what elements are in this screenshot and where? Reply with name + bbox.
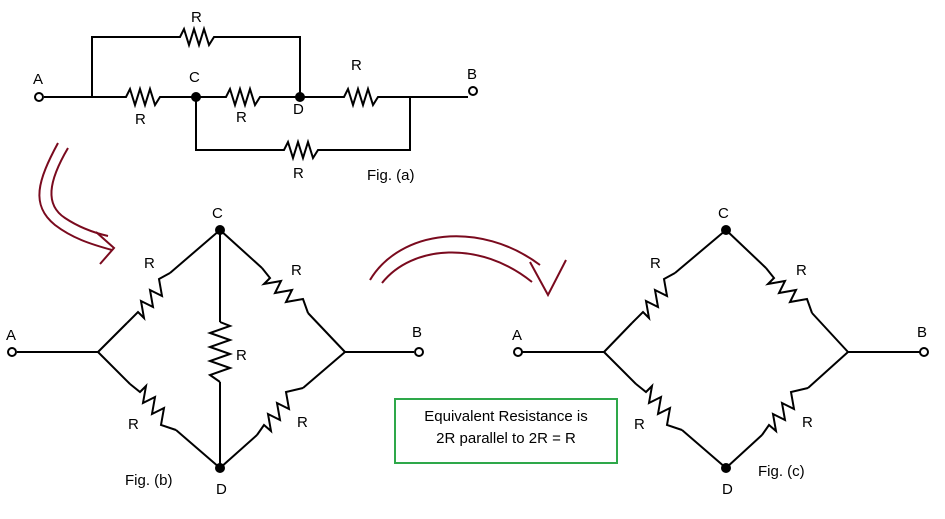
label-c-r-db: R: [802, 414, 813, 431]
wire-b-ad1: [97, 351, 131, 385]
label-b-r-ad: R: [128, 416, 139, 433]
resistor-b-db: [256, 387, 304, 436]
node-b-c-dot: [215, 225, 225, 235]
resistor-b-cb: [261, 267, 309, 314]
resistor-c-ad: [635, 383, 683, 431]
label-c-r-ac: R: [650, 255, 661, 272]
caption-fig-c: Fig. (c): [758, 463, 805, 480]
label-b-b: B: [412, 324, 422, 341]
label-b-r-cd: R: [236, 347, 247, 364]
label-r-cd: R: [236, 109, 247, 126]
label-c-r-cb: R: [796, 262, 807, 279]
fig-a: A B C D R R R R R Fig. (a): [33, 9, 478, 184]
label-c-d: D: [722, 481, 733, 498]
terminal-b-fig-b: [414, 347, 424, 357]
resistor-c-db: [761, 387, 809, 436]
resistor-ac: [120, 85, 166, 109]
wire-c-db2: [807, 351, 849, 389]
wire-b-cb1: [219, 229, 263, 269]
resistor-top: [175, 25, 218, 49]
node-c-c-dot: [721, 225, 731, 235]
label-b-a: A: [6, 327, 16, 344]
terminal-b: [468, 86, 478, 96]
label-c-b: B: [917, 324, 927, 341]
label-b-r-db: R: [297, 414, 308, 431]
wire-c-db1: [725, 434, 763, 469]
caption-fig-a: Fig. (a): [367, 167, 415, 184]
wire-bottom-left: [195, 97, 280, 151]
label-b: B: [467, 66, 477, 83]
node-c-dot: [191, 92, 201, 102]
label-d: D: [293, 101, 304, 118]
wire-c-cb1: [725, 229, 767, 269]
terminal-c-b: [919, 347, 929, 357]
arrow-a-to-b: [38, 142, 116, 265]
label-r-top: R: [191, 9, 202, 26]
wire-c-ac2: [674, 229, 727, 274]
equivalent-resistance-note: Equivalent Resistance is 2R parallel to …: [394, 398, 618, 464]
node-b-d-dot: [215, 463, 225, 473]
wire-c-ac1: [603, 322, 633, 353]
terminal-a: [34, 92, 44, 102]
wire-c-ad2: [681, 429, 727, 469]
label-a: A: [33, 71, 43, 88]
resistor-db: [340, 85, 382, 109]
label-r-db: R: [351, 57, 362, 74]
wire-b-ac2: [169, 229, 221, 274]
wire-b-db1: [219, 434, 258, 469]
note-line-2: 2R parallel to 2R = R: [436, 430, 576, 447]
fig-c: A B C D R R R R Fig. (c): [512, 205, 929, 498]
node-c-d-dot: [721, 463, 731, 473]
label-c-r-ad: R: [634, 416, 645, 433]
wire-c-ad1: [603, 351, 637, 385]
resistor-b-ad: [129, 383, 177, 431]
arrow-b-to-c: [369, 235, 567, 298]
label-b-d: D: [216, 481, 227, 498]
wire-b-db2: [302, 351, 346, 389]
wire-bottom-right: [322, 97, 411, 151]
label-c-c: C: [718, 205, 729, 222]
label-r-cb: R: [293, 165, 304, 182]
label-b-r-cb: R: [291, 262, 302, 279]
wire-b-cb2: [307, 312, 346, 353]
resistor-c-ac: [631, 272, 676, 324]
terminal-b-fig-a: [7, 347, 17, 357]
label-r-ac: R: [135, 111, 146, 128]
node-d-dot: [295, 92, 305, 102]
resistor-b-ac: [126, 272, 171, 324]
wire-top-left: [91, 36, 175, 97]
resistor-b-cd: [206, 321, 234, 383]
label-b-c: C: [212, 205, 223, 222]
label-c: C: [189, 69, 200, 86]
caption-fig-b: Fig. (b): [125, 472, 173, 489]
wire-b-ac1: [97, 322, 128, 353]
resistor-c-cb: [765, 267, 813, 314]
label-c-a: A: [512, 327, 522, 344]
wire-top-right: [218, 36, 301, 97]
label-b-r-ac: R: [144, 255, 155, 272]
resistor-cd: [222, 85, 264, 109]
fig-b: A B C D R R R R R Fig. (b): [6, 205, 424, 498]
resistor-cb: [280, 138, 322, 162]
terminal-c-a: [513, 347, 523, 357]
note-line-1: Equivalent Resistance is: [424, 408, 588, 425]
wire-b-ad2: [175, 429, 221, 469]
wire-c-cb2: [811, 312, 849, 353]
